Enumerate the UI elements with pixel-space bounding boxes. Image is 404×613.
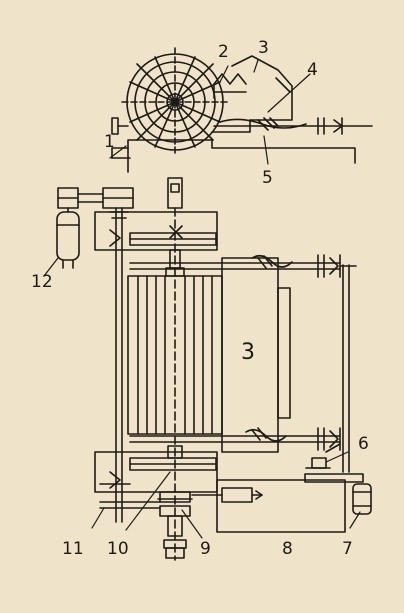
rotor-wheel xyxy=(121,47,229,157)
bottom-shaft-end xyxy=(99,491,193,559)
label-6: 6 xyxy=(358,434,369,454)
label-3-housing: 3 xyxy=(241,340,255,365)
label-1: 1 xyxy=(104,132,115,152)
upper-gearbox xyxy=(94,211,218,251)
label-12: 12 xyxy=(31,272,53,292)
lower-gearbox xyxy=(94,445,218,493)
label-4: 4 xyxy=(307,60,318,80)
housing-3-top xyxy=(211,55,293,133)
element-7 xyxy=(304,473,372,515)
bracket-left xyxy=(111,117,129,135)
label-2: 2 xyxy=(218,42,229,62)
label-8: 8 xyxy=(282,539,293,559)
label-9: 9 xyxy=(200,539,211,559)
housing-3 xyxy=(221,257,291,453)
frame-1 xyxy=(111,139,356,173)
label-11: 11 xyxy=(62,539,84,559)
label-3-top: 3 xyxy=(258,38,269,58)
element-6 xyxy=(305,443,341,469)
leader-lines xyxy=(43,59,361,539)
box-8 xyxy=(191,479,346,533)
drum xyxy=(127,275,223,435)
comb-2 xyxy=(213,73,247,99)
motor-12 xyxy=(56,187,134,269)
label-7: 7 xyxy=(342,539,353,559)
label-10: 10 xyxy=(107,539,129,559)
shaft-5 xyxy=(213,117,373,135)
right-rod xyxy=(342,264,350,473)
bottom-cross-shaft xyxy=(129,427,341,451)
label-5: 5 xyxy=(262,168,273,188)
